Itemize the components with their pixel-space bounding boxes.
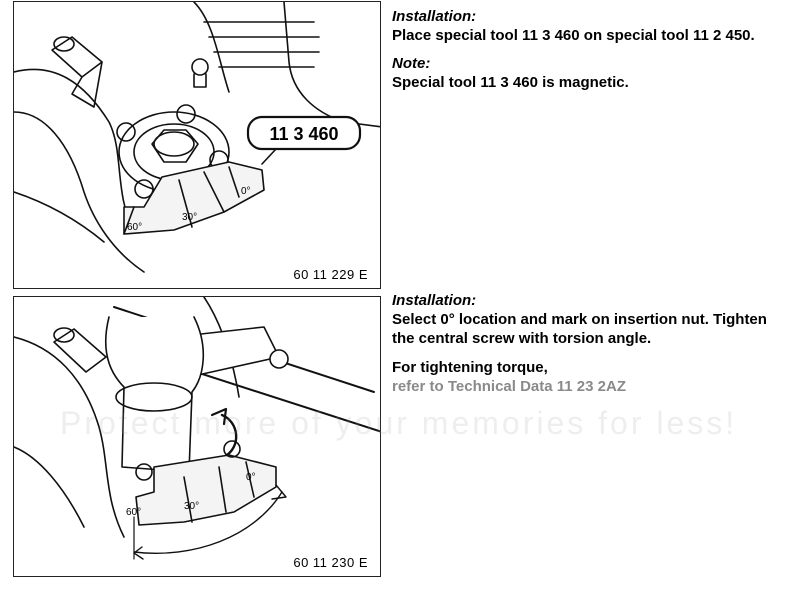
tool-callout-label: 11 3 460 — [269, 124, 338, 144]
scale-mark-30: 30° — [182, 212, 197, 223]
torque-label: For tightening torque, — [392, 359, 548, 376]
scale-mark-60: 60° — [127, 222, 142, 233]
scale-mark-60: 60° — [126, 507, 141, 518]
scale-mark-30: 30° — [184, 501, 199, 512]
engine-tool-illustration-bottom: 0° 30° 60° — [14, 297, 380, 560]
figure-installation-tool-placement: 11 3 460 0° 30° 60° 60 11 229 E — [13, 1, 381, 289]
note-block: Note: Special tool 11 3 460 is magnetic. — [392, 54, 797, 92]
watermark: Protect more of your memories for less! — [60, 405, 738, 441]
installation-step-2: Installation: Select 0° location and mar… — [392, 291, 797, 348]
installation-step-1: Installation: Place special tool 11 3 46… — [392, 7, 797, 45]
engine-tool-illustration-top: 11 3 460 0° 30° 60° — [14, 2, 380, 273]
scale-mark-0: 0° — [246, 472, 256, 483]
figure-code: 60 11 229 E — [293, 267, 368, 282]
step-heading: Installation: — [392, 292, 477, 309]
step-heading: Installation: — [392, 8, 477, 25]
technical-data-link[interactable]: refer to Technical Data 11 23 2AZ — [392, 378, 626, 395]
figure-code: 60 11 230 E — [293, 555, 368, 570]
torque-reference: For tightening torque, refer to Technica… — [392, 358, 797, 396]
step-text-line-1: Select 0° location and mark on insertion… — [392, 311, 767, 328]
figure-tightening-with-torsion-angle: 0° 30° 60° 60 11 230 E — [13, 296, 381, 577]
step-text: Place special tool 11 3 460 on special t… — [392, 27, 755, 44]
note-text: Special tool 11 3 460 is magnetic. — [392, 74, 629, 91]
note-heading: Note: — [392, 55, 431, 72]
scale-mark-0: 0° — [241, 186, 251, 197]
step-text-line-2: the central screw with torsion angle. — [392, 330, 652, 347]
